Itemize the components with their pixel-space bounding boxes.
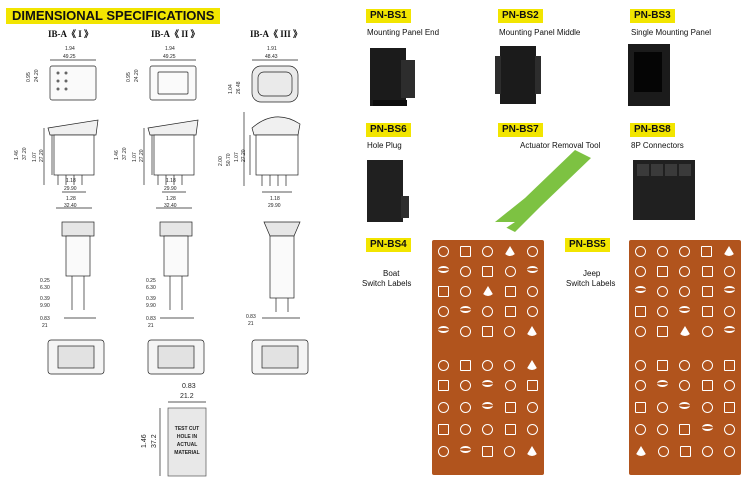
svg-text:1.94: 1.94	[65, 46, 75, 52]
svg-text:0.83: 0.83	[182, 383, 196, 390]
accessory-caption: Switch Labels	[566, 279, 616, 288]
accessory-code: PN-BS3	[630, 9, 675, 23]
svg-text:0.39: 0.39	[146, 296, 156, 302]
svg-text:1.46: 1.46	[14, 150, 20, 160]
svg-text:37.2: 37.2	[151, 434, 158, 448]
accessory-code: PN-BS7	[498, 123, 543, 137]
accessory-code: PN-BS8	[630, 123, 675, 137]
view-title-1: IB-A《 I 》	[48, 29, 94, 39]
view-title-2: IB-A《 II 》	[151, 29, 200, 39]
svg-text:1.46: 1.46	[114, 150, 120, 160]
svg-text:24.20: 24.20	[34, 69, 40, 82]
accessory-caption: Mounting Panel End	[367, 28, 440, 37]
svg-text:1.94: 1.94	[165, 46, 175, 52]
accessory-caption: Single Mounting Panel	[631, 28, 712, 37]
svg-text:21.2: 21.2	[180, 393, 194, 400]
svg-text:49.25: 49.25	[63, 54, 76, 60]
svg-text:1.07: 1.07	[234, 152, 240, 162]
accessory-caption: 8P Connectors	[631, 141, 684, 150]
test-cut-hole	[159, 401, 207, 477]
svg-text:0.95: 0.95	[126, 72, 132, 82]
svg-text:0.83: 0.83	[40, 316, 50, 322]
svg-text:1.18: 1.18	[166, 178, 176, 184]
svg-text:2.00: 2.00	[218, 156, 224, 166]
svg-text:0.83: 0.83	[246, 314, 256, 320]
svg-text:24.20: 24.20	[134, 69, 140, 82]
svg-text:0.39: 0.39	[40, 296, 50, 302]
svg-text:1.46: 1.46	[141, 434, 148, 448]
accessory-caption: Jeep	[583, 269, 601, 278]
svg-text:27.20: 27.20	[139, 149, 145, 162]
removal-tool-image	[495, 150, 591, 232]
svg-text:32.40: 32.40	[64, 203, 77, 209]
svg-text:0.25: 0.25	[40, 278, 50, 284]
svg-text:MATERIAL: MATERIAL	[174, 450, 199, 456]
connector-image	[633, 160, 695, 220]
accessory-caption: Mounting Panel Middle	[499, 28, 581, 37]
svg-text:0.83: 0.83	[146, 316, 156, 322]
svg-text:50.70: 50.70	[226, 153, 232, 166]
svg-text:1.04: 1.04	[228, 84, 234, 94]
accessory-caption: Hole Plug	[367, 141, 402, 150]
svg-text:6.30: 6.30	[146, 285, 156, 291]
svg-text:37.20: 37.20	[22, 147, 28, 160]
svg-text:27.20: 27.20	[241, 149, 247, 162]
svg-text:1.07: 1.07	[132, 152, 138, 162]
svg-text:9.90: 9.90	[40, 303, 50, 309]
svg-text:27.20: 27.20	[39, 149, 45, 162]
accessory-code: PN-BS5	[565, 238, 610, 252]
accessory-code: PN-BS1	[366, 9, 411, 23]
svg-text:HOLE IN: HOLE IN	[177, 434, 198, 440]
svg-text:26.48: 26.48	[236, 81, 242, 94]
svg-text:49.25: 49.25	[163, 54, 176, 60]
svg-text:0.95: 0.95	[26, 72, 32, 82]
page-title: DIMENSIONAL SPECIFICATIONS	[6, 8, 221, 24]
svg-text:21: 21	[148, 323, 154, 329]
view1-top-outline	[49, 65, 97, 101]
mounting-panel-middle-image	[495, 46, 541, 104]
svg-text:1.28: 1.28	[66, 196, 76, 202]
boat-label-sheet	[432, 240, 544, 475]
svg-text:29.90: 29.90	[268, 203, 281, 209]
svg-text:1.18: 1.18	[66, 178, 76, 184]
svg-text:1.18: 1.18	[270, 196, 280, 202]
svg-text:32.40: 32.40	[164, 203, 177, 209]
jeep-label-sheet	[629, 240, 741, 475]
hole-plug-image	[367, 160, 409, 222]
svg-text:ACTUAL: ACTUAL	[177, 442, 198, 448]
accessory-caption: Switch Labels	[362, 279, 412, 288]
svg-text:1.91: 1.91	[267, 46, 277, 52]
accessory-code: PN-BS2	[498, 9, 543, 23]
accessory-code: PN-BS4	[366, 238, 411, 252]
dimension-drawings: 1.94 49.25 0.95 24.20 1.46 37.20 1.07 27…	[14, 46, 309, 477]
svg-text:21: 21	[248, 321, 254, 327]
svg-text:21: 21	[42, 323, 48, 329]
accessory-caption: Actuator Removal Tool	[520, 141, 601, 150]
svg-text:TEST CUT: TEST CUT	[175, 426, 199, 432]
svg-text:48.43: 48.43	[265, 54, 278, 60]
svg-text:29.90: 29.90	[164, 186, 177, 192]
accessory-images	[367, 44, 695, 232]
svg-text:1.28: 1.28	[166, 196, 176, 202]
svg-text:9.90: 9.90	[146, 303, 156, 309]
svg-text:6.30: 6.30	[40, 285, 50, 291]
svg-text:37.20: 37.20	[122, 147, 128, 160]
accessory-code: PN-BS6	[366, 123, 411, 137]
svg-text:29.90: 29.90	[64, 186, 77, 192]
single-mounting-panel-image	[628, 44, 670, 106]
view-title-3: IB-A《 III 》	[250, 29, 303, 39]
svg-text:1.07: 1.07	[32, 152, 38, 162]
accessory-caption: Boat	[383, 269, 400, 278]
mounting-panel-end-image	[370, 48, 415, 106]
svg-text:0.25: 0.25	[146, 278, 156, 284]
